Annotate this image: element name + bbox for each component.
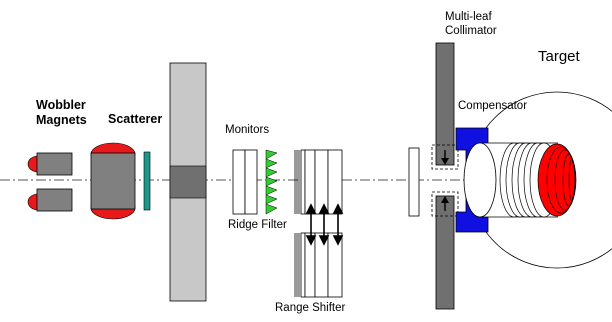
range-shifter-arrows: [305, 203, 344, 246]
scatterer-plate: [143, 151, 151, 211]
wobbler-label-line2: Magnets: [36, 113, 87, 127]
wobbler-magnets: [27, 142, 136, 220]
shield-aperture: [169, 165, 207, 199]
magnet-yoke: [90, 152, 136, 210]
multi-leaf-collimator: [431, 42, 459, 310]
range-shifter-label: Range Shifter: [275, 302, 346, 314]
target-label: Target: [538, 48, 580, 65]
magnet-coil-lower: [36, 188, 73, 212]
magnet-coil-upper: [36, 152, 73, 176]
range-shifter-lower: [294, 232, 343, 298]
vacuum-window: [408, 147, 420, 217]
ridge-filter: [265, 149, 278, 215]
wobbler-label-line1: Wobbler: [36, 98, 86, 112]
mlc-label-line2: Collimator: [445, 25, 497, 37]
scatterer-label: Scatterer: [108, 112, 163, 126]
monitors: [232, 149, 258, 215]
compensator-label: Compensator: [458, 100, 528, 112]
range-shifter-upper: [294, 149, 343, 215]
mlc-label-line1: Multi-leaf: [445, 11, 492, 23]
monitors-label: Monitors: [225, 124, 270, 136]
target-volume: [537, 143, 577, 217]
ridge-filter-label: Ridge Filter: [228, 219, 287, 231]
